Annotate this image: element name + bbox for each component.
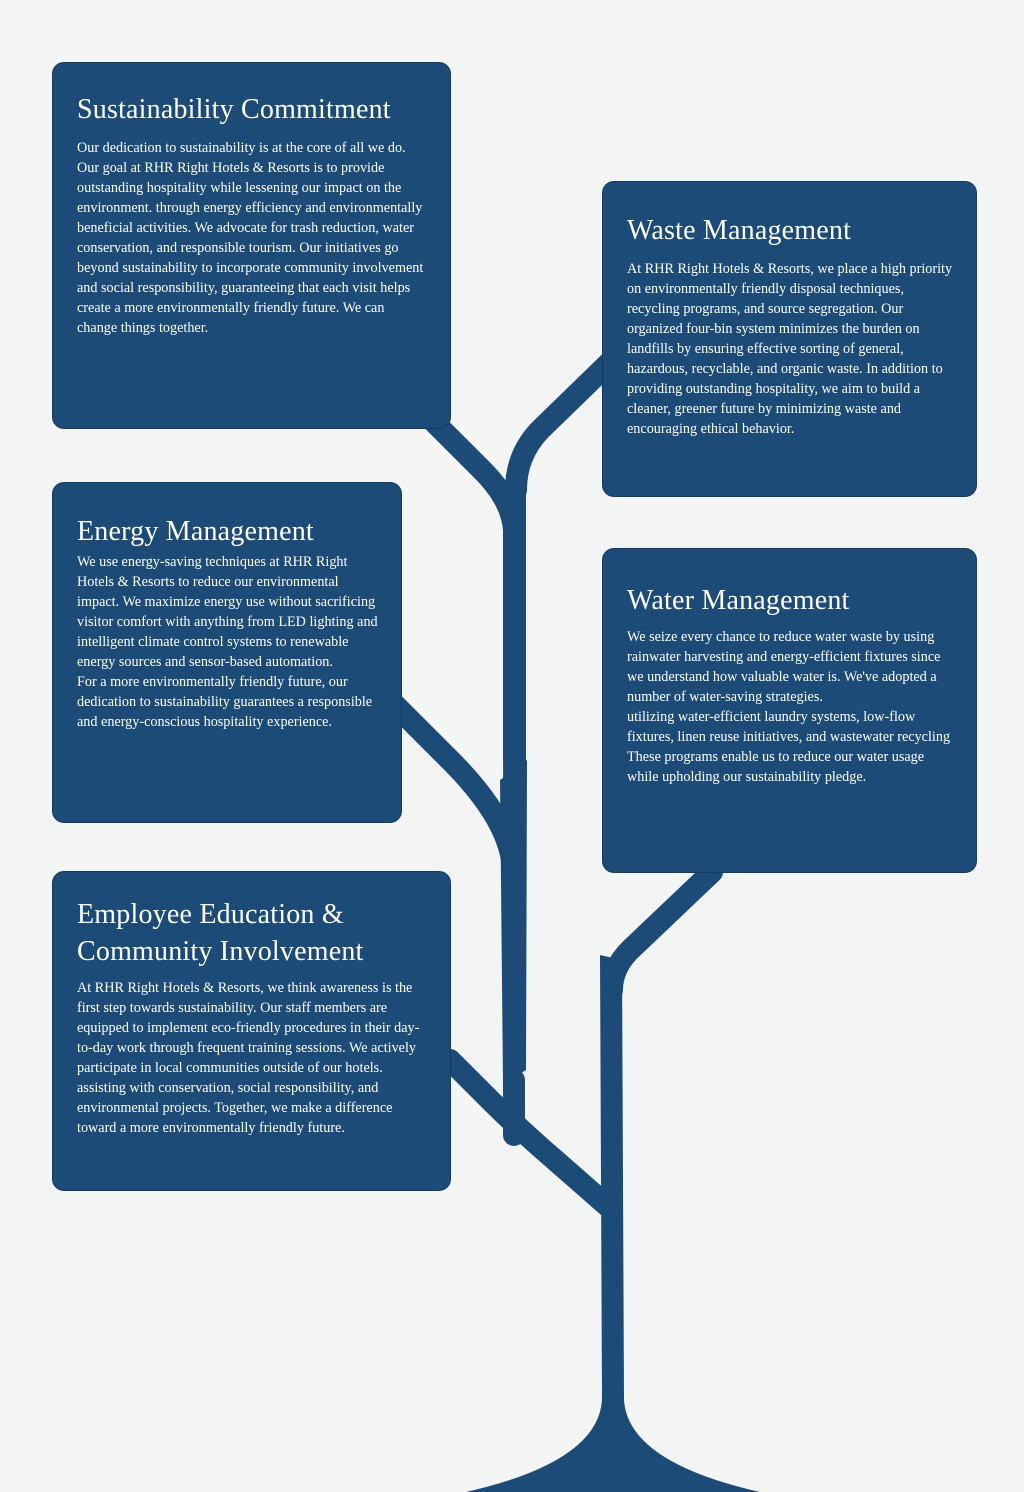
branch-water [601, 861, 723, 1001]
card-waste-management: Waste Management At RHR Right Hotels & R… [602, 181, 977, 497]
section-title: Water Management [627, 585, 850, 616]
section-body: We use energy-saving techniques at RHR R… [77, 554, 378, 730]
section-body: At RHR Right Hotels & Resorts, we place … [627, 261, 953, 437]
section-title: Energy Management [77, 516, 314, 547]
section-body: At RHR Right Hotels & Resorts, we think … [77, 980, 420, 1136]
tree-trunk [466, 955, 760, 1492]
branch-waste [505, 349, 623, 501]
section-body: We seize every chance to reduce water wa… [627, 629, 951, 785]
branch-energy [384, 694, 523, 871]
section-title: Waste Management [627, 215, 852, 246]
section-title: Employee Education & Community Involveme… [77, 899, 364, 967]
card-employee-education: Employee Education & Community Involveme… [52, 871, 451, 1191]
section-body: Our dedication to sustainability is at t… [77, 140, 424, 336]
card-water-management: Water Management We seize every chance t… [602, 548, 977, 873]
branch-sustainability [419, 407, 525, 771]
card-sustainability-commitment: Sustainability Commitment Our dedication… [52, 62, 451, 429]
tree-stem-lower [500, 760, 527, 1085]
section-title: Sustainability Commitment [77, 94, 391, 125]
branch-employee [439, 1049, 623, 1221]
card-energy-management: Energy Management We use energy-saving t… [52, 482, 402, 823]
